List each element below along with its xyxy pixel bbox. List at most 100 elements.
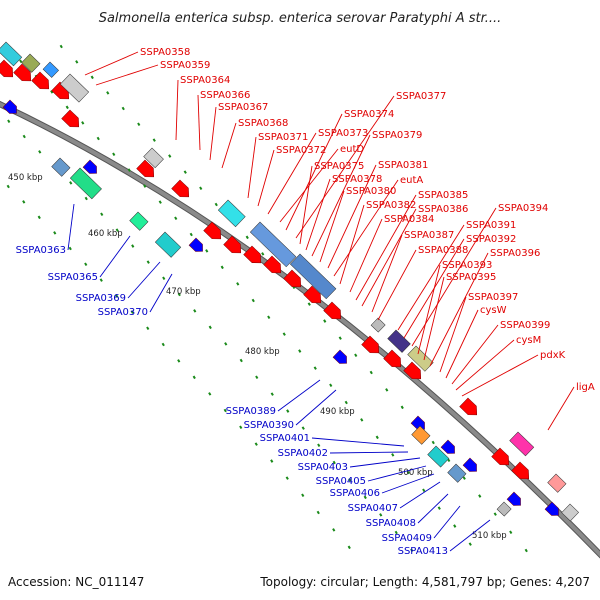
gene-block <box>21 53 41 73</box>
reverse-gene-label-sspa0408: SSPA0408 <box>366 518 416 529</box>
leader-line-sspa0370 <box>149 273 173 313</box>
kbp-marker-480-kbp: 480 kbp <box>245 347 280 357</box>
gene-block <box>427 445 450 468</box>
tick-mark <box>84 262 88 267</box>
forward-gene-label-sspa0381: SSPA0381 <box>378 160 428 171</box>
tick-mark <box>431 440 435 445</box>
tick-mark <box>400 405 404 410</box>
leader-line-liga <box>547 386 575 431</box>
gene-block <box>447 463 467 483</box>
cds-reverse-arrow <box>506 491 521 506</box>
forward-gene-label-sspa0379: SSPA0379 <box>372 130 422 141</box>
tick-mark <box>130 310 134 314</box>
gene-block <box>561 503 579 522</box>
forward-gene-label-liga: ligA <box>576 382 595 393</box>
leader-line-sspa0407 <box>399 481 441 509</box>
tick-mark <box>239 358 243 363</box>
forward-gene-label-sspa0393: SSPA0393 <box>442 260 492 271</box>
leader-line-cysw <box>445 309 479 379</box>
tick-mark <box>100 212 104 217</box>
tick-mark <box>301 426 305 430</box>
tick-mark <box>161 342 165 347</box>
tick-mark <box>96 136 100 141</box>
tick-mark <box>208 325 212 330</box>
backbone-layer <box>0 100 600 559</box>
kbp-marker-490-kbp: 490 kbp <box>320 407 355 417</box>
tick-mark <box>208 392 212 396</box>
leader-line-cysm <box>455 339 515 391</box>
leader-line-sspa0405 <box>367 465 427 482</box>
tick-mark <box>369 370 373 375</box>
leader-line-sspa0409 <box>433 505 461 539</box>
leader-line-sspa0367 <box>209 106 217 161</box>
cds-forward-arrow <box>303 285 322 304</box>
tick-mark <box>158 200 162 204</box>
leader-line-sspa0368 <box>221 122 237 169</box>
tick-mark <box>437 506 441 510</box>
leader-line-sspa0384 <box>349 218 383 293</box>
kbp-marker-500-kbp: 500 kbp <box>398 468 433 478</box>
cds-forward-arrow <box>361 335 380 354</box>
tick-mark <box>317 443 321 448</box>
reverse-gene-label-sspa0363: SSPA0363 <box>16 245 66 256</box>
forward-gene-label-sspa0368: SSPA0368 <box>238 118 288 129</box>
kbp-marker-450-kbp: 450 kbp <box>8 173 43 183</box>
tick-mark <box>251 298 255 303</box>
leader-line-sspa0358 <box>84 51 139 76</box>
reverse-gene-label-sspa0409: SSPA0409 <box>382 533 432 544</box>
forward-gene-label-sspa0395: SSPA0395 <box>446 272 496 283</box>
cds-reverse-arrow <box>440 439 455 454</box>
kbp-marker-470-kbp: 470 kbp <box>166 287 201 297</box>
tick-mark <box>162 276 166 281</box>
tick-mark <box>177 359 181 363</box>
gene-block <box>509 431 535 457</box>
forward-gene-label-pdxk: pdxK <box>540 350 566 361</box>
leader-line-sspa0413 <box>449 519 491 552</box>
forward-gene-label-sspa0392: SSPA0392 <box>466 234 516 245</box>
leader-line-sspa0406 <box>381 473 435 494</box>
tick-mark <box>106 91 110 95</box>
tick-mark <box>146 326 150 331</box>
tick-mark <box>68 246 72 251</box>
tick-mark <box>224 342 228 346</box>
leader-line-sspa0366 <box>197 94 201 151</box>
forward-gene-label-sspa0391: SSPA0391 <box>466 220 516 231</box>
cds-forward-arrow <box>403 361 422 380</box>
reverse-gene-label-sspa0405: SSPA0405 <box>316 476 366 487</box>
tick-mark <box>391 453 395 457</box>
gene-block <box>217 199 246 228</box>
tick-mark <box>6 184 10 189</box>
tick-mark <box>177 292 181 297</box>
forward-gene-label-sspa0372: SSPA0372 <box>276 145 326 156</box>
forward-gene-label-eutd: eutD <box>340 144 364 155</box>
forward-gene-label-sspa0364: SSPA0364 <box>180 75 230 86</box>
leader-line-sspa0393 <box>417 264 441 355</box>
tick-mark <box>146 260 150 264</box>
leader-line-sspa0382 <box>339 204 365 285</box>
tick-mark <box>37 215 41 220</box>
gene-block <box>407 345 434 372</box>
tick-mark <box>285 476 289 480</box>
tick-mark <box>375 435 379 440</box>
tick-mark <box>69 181 73 185</box>
leader-line-sspa0388 <box>377 249 417 321</box>
tick-mark <box>478 494 482 498</box>
cds-forward-arrow <box>203 221 222 240</box>
tick-mark <box>468 542 472 546</box>
leader-line-sspa0385 <box>355 194 417 301</box>
forward-gene-label-sspa0371: SSPA0371 <box>258 132 308 143</box>
reverse-gene-label-sspa0390: SSPA0390 <box>244 420 294 431</box>
tick-mark <box>168 154 172 158</box>
cds-forward-arrow <box>243 245 262 264</box>
tick-mark <box>282 332 286 336</box>
forward-gene-label-sspa0388: SSPA0388 <box>418 245 468 256</box>
tick-mark <box>270 459 274 463</box>
tick-mark <box>332 528 336 532</box>
cds-reverse-arrow <box>462 457 477 472</box>
gene-block <box>129 211 149 231</box>
tick-mark <box>298 349 302 353</box>
reverse-gene-label-sspa0406: SSPA0406 <box>330 488 380 499</box>
leader-line-sspa0359 <box>95 64 159 86</box>
